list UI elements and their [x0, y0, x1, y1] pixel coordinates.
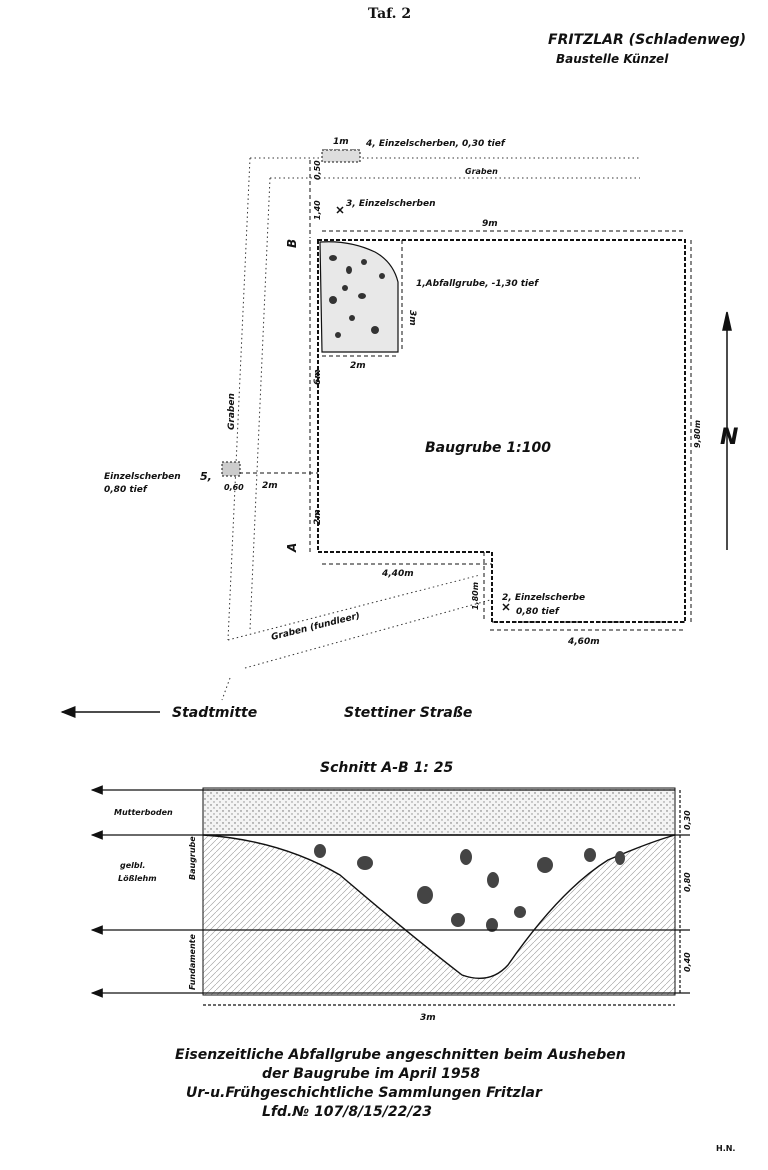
site-subtitle: Baustelle Künzel: [556, 52, 669, 66]
plan-title: Baugrube 1:100: [425, 440, 551, 456]
layer-fundament: Fundamente: [188, 934, 197, 990]
ditch-label-left: Graben: [227, 393, 237, 430]
dim-6m: 6m: [313, 369, 323, 385]
topsoil-layer: [202, 787, 676, 836]
section-dim-040: 0,40: [683, 952, 692, 972]
section-title: Schnitt A-B 1: 25: [320, 760, 454, 776]
ditch-label-bottom: Graben (fundleer): [270, 611, 361, 643]
section-dim-030: 0,30: [683, 810, 692, 830]
stadtmitte-label: Stadtmitte: [172, 705, 257, 721]
site-title: FRITZLAR (Schladenweg): [548, 32, 746, 48]
dim-2m-pit: 2m: [350, 361, 366, 371]
find-4-label: 4, Einzelscherben, 0,30 tief: [365, 139, 506, 149]
caption-line-3: Ur-u.Frühgeschichtliche Sammlungen Fritz…: [186, 1085, 542, 1101]
find-5-label-b: 0,80 tief: [104, 485, 148, 495]
point-b: B: [285, 239, 299, 248]
dim-050: 0,50: [313, 160, 322, 180]
caption-line-4: Lfd.№ 107/8/15/22/23: [262, 1104, 432, 1120]
section-width: 3m: [420, 1013, 436, 1023]
plate-number: Taf. 2: [368, 6, 412, 22]
find-5-num: 5,: [200, 470, 212, 483]
find-4-marker: [321, 149, 361, 163]
dim-9m: 9m: [482, 219, 498, 229]
find-1-label: 1,Abfallgrube, -1,30 tief: [416, 279, 539, 289]
caption-line-2: der Baugrube im April 1958: [262, 1066, 481, 1082]
north-arrow: [722, 311, 732, 550]
ditch-label-top: Graben: [465, 167, 498, 176]
layer-baugrube: Baugrube: [188, 836, 197, 880]
north-label: N: [720, 425, 738, 450]
ditch-lines: [221, 157, 640, 701]
dim-3m: 3m: [407, 310, 417, 326]
pit-sherds: [314, 844, 625, 932]
pit-fill: [202, 834, 676, 979]
dim-440: 4,40m: [381, 569, 414, 579]
layer-loess-1: gelbl.: [120, 861, 145, 870]
find-2-label-a: 2, Einzelscherbe: [502, 593, 585, 603]
dim-top-1m: 1m: [333, 137, 349, 147]
layer-topsoil: Mutterboden: [114, 808, 173, 817]
point-a: A: [285, 543, 299, 553]
find-5-marker: [221, 461, 241, 477]
dim-140: 1,40: [313, 200, 322, 220]
dim-180: 1,80m: [471, 582, 480, 610]
dim-060: 0,60: [224, 483, 244, 492]
section-dim-080: 0,80: [683, 872, 692, 892]
section-drawing: Mutterboden gelbl. Lößlehm Baugrube Fund…: [90, 785, 692, 1023]
find-markers: [336, 206, 510, 611]
dim-2m-left: 2m: [262, 481, 278, 491]
find-3-label: 3, Einzelscherben: [346, 199, 435, 209]
find-2-label-b: 0,80 tief: [516, 607, 560, 617]
signature: H.N.: [716, 1144, 736, 1153]
refuse-pit: [319, 241, 399, 353]
dim-2m-lower: 2m: [313, 509, 323, 525]
layer-loess-2: Lößlehm: [118, 874, 157, 883]
caption-line-1: Eisenzeitliche Abfallgrube angeschnitten…: [175, 1047, 626, 1063]
dim-980: 9,80m: [693, 420, 702, 448]
site-plan: 4, Einzelscherben, 0,30 tief 1m Graben 3…: [60, 137, 738, 721]
street-label: Stettiner Straße: [344, 705, 472, 721]
dim-460: 4,60m: [567, 637, 600, 647]
find-5-label-a: Einzelscherben: [104, 472, 181, 482]
